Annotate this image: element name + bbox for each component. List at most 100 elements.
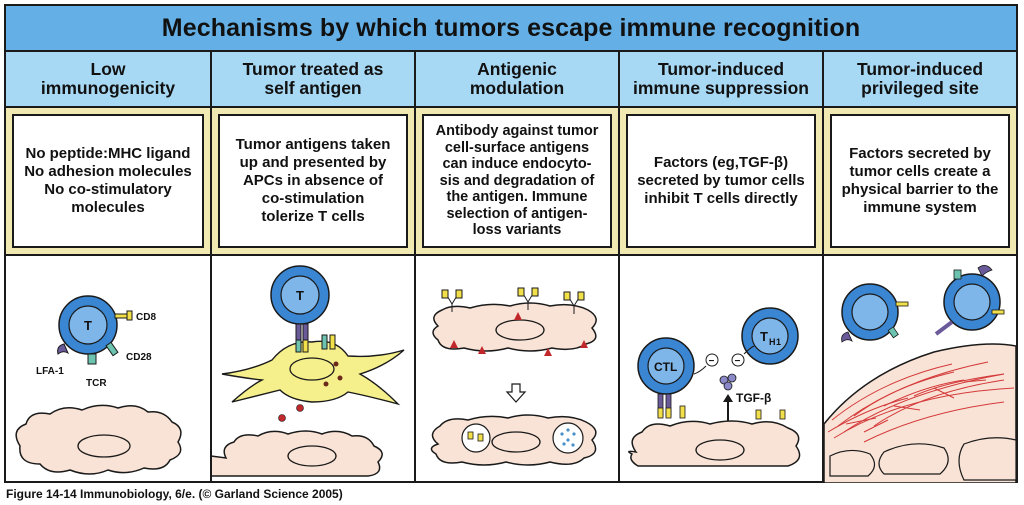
antigen-marker bbox=[450, 340, 458, 348]
tumor-cell bbox=[194, 430, 383, 477]
heading-line: Tumor treated as bbox=[242, 59, 384, 79]
description-line: tolerize T cells bbox=[261, 208, 365, 225]
figure-caption: Figure 14-14 Immunobiology, 6/e. (© Garl… bbox=[6, 487, 343, 501]
description-line: No adhesion molecules bbox=[24, 163, 192, 180]
heading-line: Antigenic bbox=[477, 59, 557, 79]
heading-line: privileged site bbox=[861, 78, 979, 98]
heading-line: Tumor-induced bbox=[856, 59, 984, 79]
description-line: Factors (eg,TGF-β) bbox=[653, 154, 789, 171]
description-line: inhibit T cells directly bbox=[644, 190, 798, 207]
minus-sign: − bbox=[709, 356, 715, 367]
description-line: immune system bbox=[863, 199, 977, 216]
ctl-label: CTL bbox=[654, 360, 677, 374]
apc-cell bbox=[221, 340, 405, 406]
antigen-dot bbox=[337, 375, 343, 381]
t-cell bbox=[841, 283, 909, 343]
cd8-receptor-icon bbox=[114, 310, 133, 321]
antigen-marker bbox=[514, 312, 522, 320]
description-line: the antigen. Immune bbox=[446, 189, 588, 206]
fiber-barrier bbox=[827, 361, 1015, 443]
t-cell-label: T bbox=[296, 288, 304, 303]
tgf-beta-label: TGF-β bbox=[736, 391, 771, 405]
description-line: co-stimulation bbox=[261, 190, 365, 207]
description-line: Tumor antigens taken bbox=[235, 136, 391, 153]
description-line: No peptide:MHC ligand bbox=[25, 145, 191, 162]
figure-title: Mechanisms by which tumors escape immune… bbox=[161, 13, 861, 42]
description-line: secreted by tumor cells bbox=[637, 172, 805, 189]
tcr-receptor-icon bbox=[87, 353, 97, 365]
antibody-icon bbox=[517, 287, 539, 310]
tumor-cell bbox=[15, 404, 182, 475]
endosome-icon bbox=[461, 423, 491, 453]
description-line: APCs in absence of bbox=[242, 172, 384, 189]
ctl-cell: CTL bbox=[637, 337, 695, 395]
tumor-cell-top bbox=[432, 302, 597, 352]
antigen-dot bbox=[278, 414, 286, 422]
heading-line: self antigen bbox=[264, 78, 362, 98]
minus-sign: − bbox=[735, 356, 741, 367]
cd28-label: CD28 bbox=[126, 352, 152, 363]
description-line: No co-stimulatory bbox=[44, 181, 172, 198]
heading-line: Low bbox=[90, 59, 126, 79]
antigen-marker bbox=[478, 346, 486, 354]
t-cell: T bbox=[58, 295, 118, 355]
figure-frame: Mechanisms by which tumors escape immune… bbox=[4, 4, 1018, 484]
heading-line: modulation bbox=[469, 78, 565, 98]
th1-subscript-number: 1 bbox=[776, 337, 781, 347]
lfa1-receptor-icon bbox=[57, 343, 70, 355]
illustration-immune-suppression: CTL T H 1 − − bbox=[620, 256, 822, 483]
lysosome-icon bbox=[552, 422, 584, 454]
antigen-dot bbox=[296, 404, 304, 412]
tissue-mass bbox=[823, 343, 1017, 484]
description-box: Factors (eg,TGF-β)secreted by tumor cell… bbox=[626, 114, 816, 248]
description-line: can induce endocyto- bbox=[442, 156, 592, 173]
antigen-dot bbox=[323, 381, 329, 387]
heading-line: Tumor-induced bbox=[657, 59, 785, 79]
description-line: sis and degradation of bbox=[439, 172, 595, 189]
t-cell: T bbox=[270, 265, 330, 325]
antibody-icon bbox=[563, 291, 585, 314]
tcr-label: TCR bbox=[86, 378, 107, 389]
description-line: selection of antigen- bbox=[446, 205, 588, 222]
illustration-self-antigen: T bbox=[194, 256, 414, 483]
antigen-dot bbox=[333, 361, 339, 367]
tgf-beta-molecules bbox=[719, 373, 737, 391]
description-line: molecules bbox=[71, 199, 145, 216]
description-line: up and presented by bbox=[239, 154, 387, 171]
tcr-mhc-complex-icon bbox=[295, 323, 309, 353]
t-cell bbox=[934, 265, 1005, 336]
cd28-receptor-icon bbox=[105, 341, 119, 357]
description-line: loss variants bbox=[472, 222, 562, 239]
antigen-marker bbox=[580, 340, 588, 348]
heading-line: immunogenicity bbox=[40, 78, 176, 98]
down-arrow-icon bbox=[505, 383, 527, 403]
th1-label: T bbox=[760, 329, 768, 344]
th1-cell: T H 1 bbox=[741, 307, 799, 365]
illustration-privileged-site bbox=[823, 256, 1017, 484]
cd8-label: CD8 bbox=[136, 312, 156, 323]
t-cell-label: T bbox=[84, 318, 92, 333]
description-line: Antibody against tumor bbox=[435, 123, 599, 140]
figure-title-bar: Mechanisms by which tumors escape immune… bbox=[6, 6, 1016, 52]
description-line: tumor cells create a bbox=[849, 163, 991, 180]
illustration-low-immunogenicity: T CD8 CD28 LFA-1 TCR bbox=[6, 256, 210, 483]
antigen-marker bbox=[544, 348, 552, 356]
antibody-icon bbox=[441, 289, 463, 312]
lfa1-label: LFA-1 bbox=[36, 366, 64, 377]
